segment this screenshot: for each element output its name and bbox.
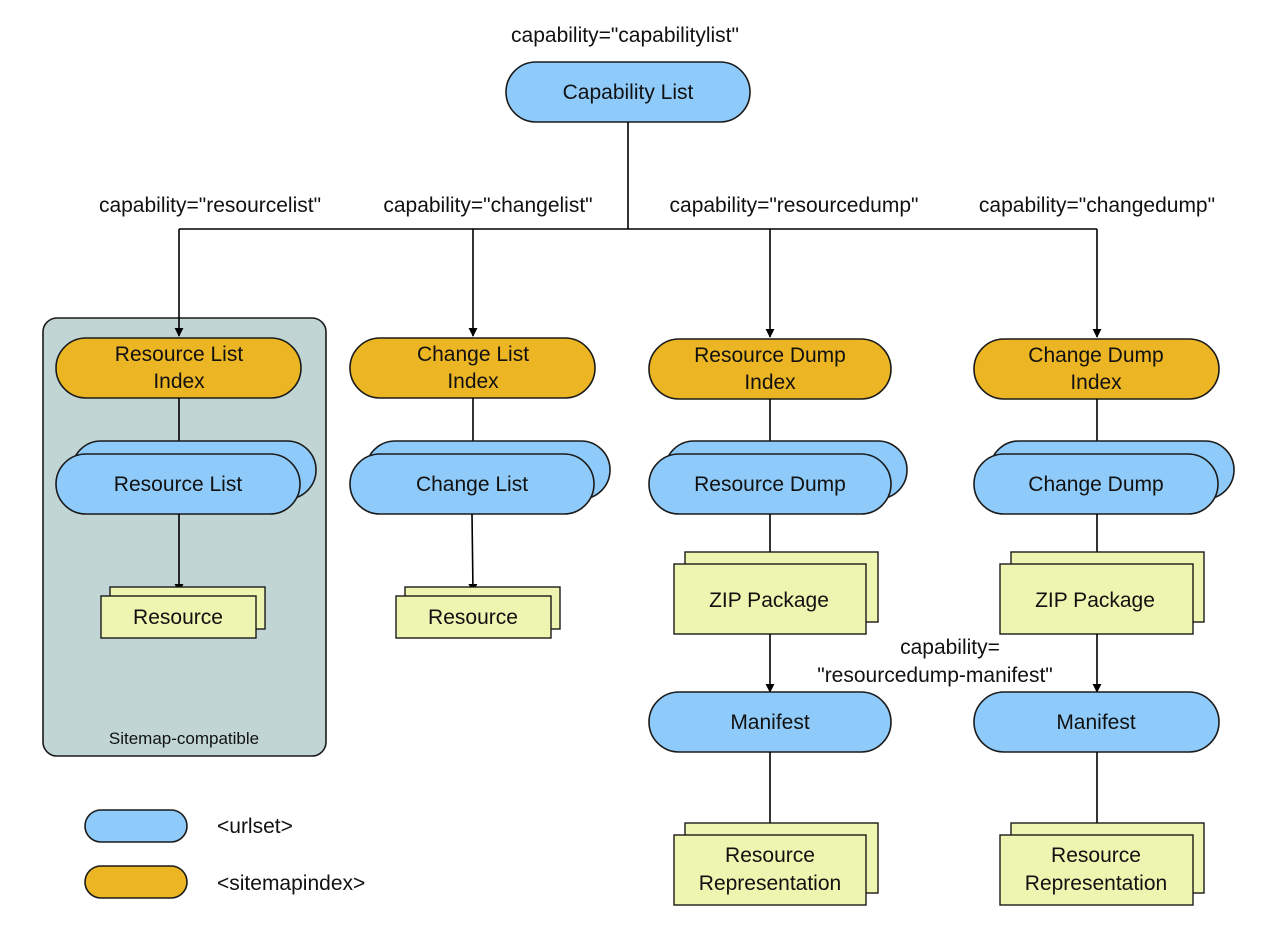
resource-doc-label: Resource (133, 606, 223, 629)
resource-dump-rep-label-line1: Resource (725, 844, 815, 867)
resource-dump-index-label-line1: Resource Dump (694, 344, 846, 367)
change-dump-zip-label: ZIP Package (1035, 589, 1155, 612)
change-resource-doc-node[interactable] (395, 595, 552, 639)
edge-change-list-to-resource (468, 513, 478, 593)
legend-sitemapindex-swatch (84, 865, 188, 899)
branch-label-resourcelist: capability="resourcelist" (99, 194, 321, 217)
resource-dump-index-label-line2: Index (744, 371, 796, 394)
legend-urlset-swatch (84, 809, 188, 843)
change-dump-rep-node[interactable] (999, 834, 1194, 906)
change-list-index-label-line1: Change List (417, 343, 529, 366)
resource-dump-zip-node[interactable] (673, 563, 867, 635)
change-list-index-label-line2: Index (447, 370, 499, 393)
change-dump-rep-label-line1: Resource (1051, 844, 1141, 867)
resource-dump-zip-label: ZIP Package (709, 589, 829, 612)
capabilitylist-capability-label: capability="capabilitylist" (511, 24, 739, 47)
resource-doc-node[interactable] (100, 595, 257, 639)
branch-label-changedump: capability="changedump" (979, 194, 1215, 217)
resource-dump-rep-node[interactable] (673, 834, 867, 906)
legend-sitemapindex-label: <sitemapindex> (217, 872, 365, 895)
branch-label-changelist: capability="changelist" (383, 194, 592, 217)
resource-list-index-label-line2: Index (153, 370, 205, 393)
resource-dump-rep-label-line2: Representation (699, 872, 841, 895)
change-dump-index-label-line1: Change Dump (1028, 344, 1163, 367)
resource-list-label: Resource List (114, 473, 243, 496)
resource-dump-manifest-label: Manifest (730, 711, 810, 734)
change-dump-node[interactable] (973, 453, 1219, 515)
resource-dump-label: Resource Dump (694, 473, 846, 496)
change-dump-label: Change Dump (1028, 473, 1163, 496)
change-dump-rep-label-line2: Representation (1025, 872, 1167, 895)
legend-urlset-label: <urlset> (217, 815, 293, 838)
manifest-capability-label-line1: capability= (900, 636, 1000, 659)
capability-list-label: Capability List (563, 81, 694, 104)
change-resource-doc-label: Resource (428, 606, 518, 629)
change-dump-index-label-line2: Index (1070, 371, 1122, 394)
resource-list-node[interactable] (55, 453, 301, 515)
sitemap-compatible-group (42, 317, 327, 757)
change-dump-manifest-label: Manifest (1056, 711, 1136, 734)
change-list-label: Change List (416, 473, 528, 496)
branch-label-resourcedump: capability="resourcedump" (670, 194, 919, 217)
manifest-capability-label-line2: "resourcedump-manifest" (817, 664, 1053, 687)
group-label: Sitemap-compatible (109, 729, 259, 748)
resource-list-index-label-line1: Resource List (115, 343, 244, 366)
